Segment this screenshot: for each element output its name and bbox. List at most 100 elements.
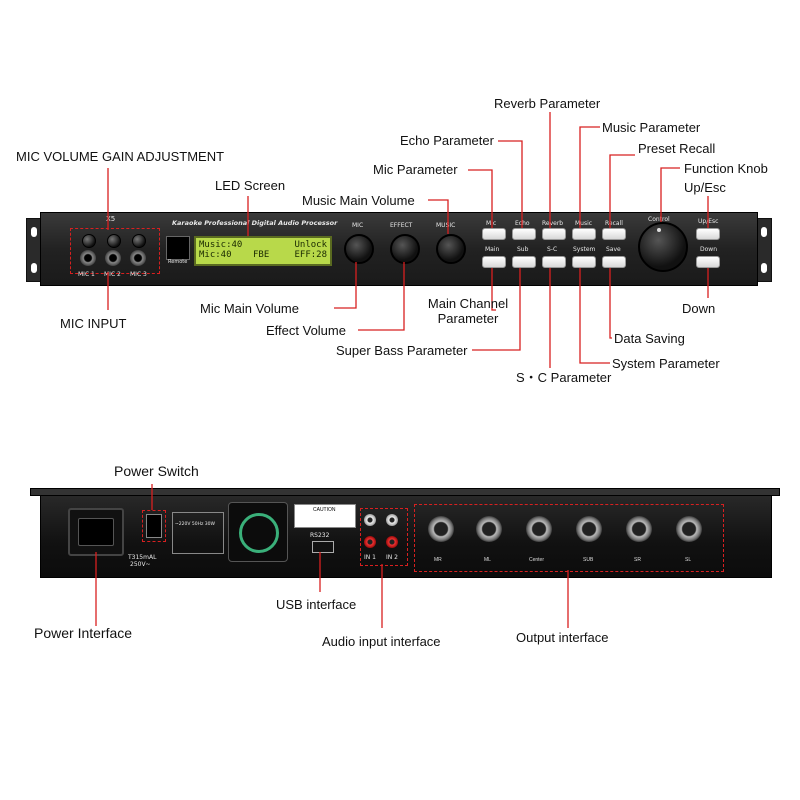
output-mr-label: MR [434,557,442,563]
effect-volume-knob[interactable] [390,234,420,264]
power-switch-highlight [142,510,166,542]
label-mic-main-volume: Mic Main Volume [200,301,299,316]
front-leader-lines [107,112,709,368]
rear-panel-top-edge [30,488,780,496]
rack-hole [31,227,37,237]
rating-label: ~220V 50Hz 30W [175,522,215,527]
rca-in2-red[interactable] [386,536,398,548]
label-main-channel-parameter: Main Channel Parameter [418,296,518,326]
mic-button[interactable] [482,228,506,240]
label-super-bass-parameter: Super Bass Parameter [336,343,468,358]
label-main-channel-line1: Main Channel [427,296,509,311]
xlr-output-ml[interactable] [476,516,502,542]
mic3-jack[interactable] [130,250,146,266]
label-mic-parameter: Mic Parameter [373,162,458,177]
xlr-output-sub[interactable] [576,516,602,542]
rca-in1-red[interactable] [364,536,376,548]
xlr-output-mr[interactable] [428,516,454,542]
in1-label: IN 1 [364,554,376,561]
label-preset-recall: Preset Recall [638,141,716,156]
remote-label: Remote [168,259,188,265]
btn-label-sc: S-C [547,246,558,253]
label-usb-interface: USB interface [276,597,357,612]
system-button[interactable] [572,256,596,268]
rca-in2-white[interactable] [386,514,398,526]
fan-ring [239,513,279,553]
function-control-knob[interactable] [638,222,688,272]
device-title: Karaoke Professional Digital Audio Proce… [172,219,338,227]
xlr-output-sl[interactable] [676,516,702,542]
btn-label-mic: Mic [486,220,497,227]
label-audio-input-interface: Audio input interface [322,634,441,649]
save-button[interactable] [602,256,626,268]
in2-label: IN 2 [386,554,398,561]
usb-port[interactable] [312,541,334,553]
lcd-music-value: Music:40 [199,240,243,250]
socket-insert [78,518,114,546]
sub-button[interactable] [512,256,536,268]
mic-volume-knob[interactable] [344,234,374,264]
label-echo-parameter: Echo Parameter [400,133,494,148]
rs232-label: RS232 [310,532,330,539]
up-esc-button[interactable] [696,228,720,240]
down-btn-label: Down [700,246,718,253]
lcd-fbe: FBE [253,250,270,260]
mic3-jack-label: MIC 3 [130,271,147,278]
mic-section-highlight [70,228,160,274]
echo-button[interactable] [512,228,536,240]
main-button[interactable] [482,256,506,268]
xlr-output-center[interactable] [526,516,552,542]
caution-label: CAUTION [313,507,336,513]
label-effect-volume: Effect Volume [266,323,346,338]
label-main-channel-line2: Parameter [437,311,499,326]
output-highlight [414,504,724,572]
label-up-esc: Up/Esc [684,180,726,195]
btn-label-reverb: Reverb [542,220,564,227]
reverb-button[interactable] [542,228,566,240]
label-power-interface: Power Interface [34,625,133,641]
recall-button[interactable] [602,228,626,240]
mic1-jack[interactable] [80,250,96,266]
rack-hole [31,263,37,273]
rating-sticker: ~220V 50Hz 30W [172,512,224,554]
rack-hole [761,263,767,273]
btn-label-music: Music [575,220,593,227]
effect-knob-label: EFFECT [390,222,413,229]
btn-label-save: Save [606,246,621,253]
label-down: Down [682,301,716,316]
output-ml-label: ML [484,557,491,563]
label-led-screen: LED Screen [215,178,286,193]
label-mic-input: MIC INPUT [60,316,127,331]
mic3-gain-knob[interactable] [132,234,146,248]
mic2-jack[interactable] [105,250,121,266]
control-label: Control [648,216,670,223]
mic2-gain-knob[interactable] [107,234,121,248]
down-button[interactable] [696,256,720,268]
label-sc-parameter: S・C Parameter [516,370,612,385]
label-music-main-volume: Music Main Volume [302,193,415,208]
lcd-lock-status: Unlock [294,240,327,250]
rear-leader-lines [95,484,569,628]
mic1-gain-knob[interactable] [82,234,96,248]
output-sl-label: SL [685,557,692,563]
remote-sensor [166,236,190,260]
btn-label-main: Main [485,246,500,253]
music-knob-label: MUSIC [436,222,456,229]
label-output-interface: Output interface [516,630,609,645]
rca-in1-white[interactable] [364,514,376,526]
lcd-screen: Music:40 Unlock Mic:40 FBE EFF:28 [194,236,332,266]
sc-button[interactable] [542,256,566,268]
power-switch[interactable] [146,514,162,538]
label-power-switch: Power Switch [114,463,199,479]
music-volume-knob[interactable] [436,234,466,264]
mic-knob-label: MIC [352,222,364,229]
output-center-label: Center [529,557,545,563]
rack-hole [761,227,767,237]
power-socket[interactable] [68,508,124,556]
music-button[interactable] [572,228,596,240]
lcd-effect-value: EFF:28 [294,250,327,260]
cooling-fan [228,502,288,562]
btn-label-system: System [573,246,596,253]
xlr-output-sr[interactable] [626,516,652,542]
output-sub-label: SUB [583,557,594,563]
